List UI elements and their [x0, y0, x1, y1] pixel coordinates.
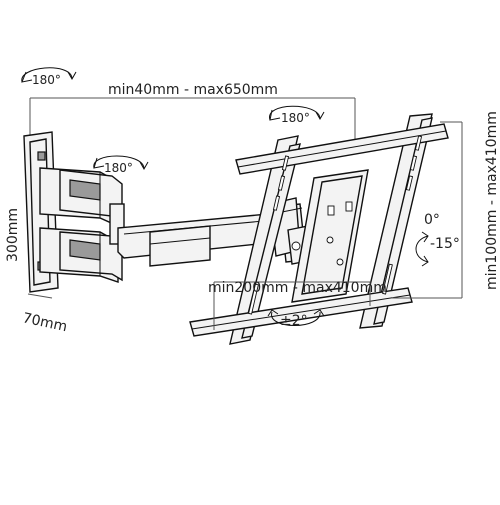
arrowhead-icon: [21, 71, 33, 83]
wall-height-dimension: 300mm: [5, 208, 21, 262]
arrowhead-icon: [139, 161, 149, 171]
tilt-arrow-icon: [415, 235, 429, 263]
rotation-wall-indicator: 180°: [21, 67, 77, 87]
rail-slots: [248, 135, 423, 315]
depth-label: min40mm - max650mm: [108, 82, 278, 98]
tilt-bottom-label: -15°: [430, 236, 460, 252]
arrowhead-icon: [313, 309, 325, 317]
wall-width-dimension: 70mm: [21, 293, 69, 335]
wall-height-label: 300mm: [5, 208, 21, 262]
wall-width-label: 70mm: [21, 310, 68, 335]
rot-arm-label: 180°: [104, 161, 133, 175]
arrowhead-icon: [421, 255, 429, 267]
rotate-arrow-icon: [269, 105, 321, 121]
vesa-horizontal-dimension: min200mm - max410mm: [208, 280, 387, 330]
rot-frame-label: 180°: [281, 111, 310, 125]
level-label: ±2°: [280, 313, 308, 329]
rotate-arrow-icon: [21, 67, 73, 83]
vesa-bottom-bar: [189, 287, 413, 337]
vesa-vertical-dimension: min100mm - max410mm: [392, 111, 500, 299]
upper-arm: [39, 167, 125, 283]
rot-wall-label: 180°: [32, 73, 61, 87]
arrowhead-icon: [67, 71, 77, 81]
rotation-arm-indicator: 180°: [93, 155, 149, 175]
rotate-arrow-icon: [93, 155, 145, 169]
level-arrow-icon: [271, 311, 321, 326]
arrowhead-icon: [267, 309, 279, 317]
tilt-top-label: 0°: [424, 212, 440, 228]
vesa-vertical-label: min100mm - max410mm: [484, 111, 500, 290]
rotation-frame-indicator: 180°: [269, 105, 325, 125]
arrowhead-icon: [269, 109, 281, 121]
level-indicator: ±2°: [267, 309, 325, 329]
arrowhead-icon: [315, 111, 325, 121]
arrowhead-icon: [93, 157, 105, 169]
depth-dimension: min40mm - max650mm: [29, 82, 356, 140]
centre-plate: [291, 169, 369, 303]
tilt-indicator: 0° -15°: [415, 212, 460, 267]
vesa-top-bar: [235, 123, 449, 175]
arrowhead-icon: [421, 231, 429, 243]
vesa-horizontal-label: min200mm - max410mm: [208, 280, 387, 296]
